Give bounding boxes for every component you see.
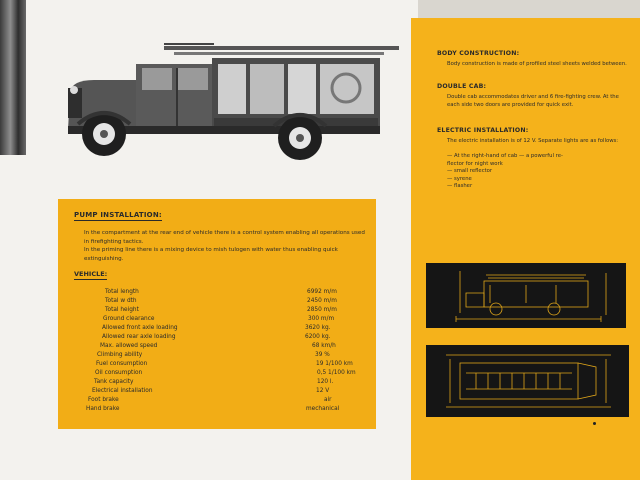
side-elevation-drawing [426,263,626,328]
pump-paragraph-1: In the compartment at the rear end of ve… [84,230,365,245]
vehicle-heading: VEHICLE: [74,270,108,280]
body-construction-text: Body construction is made of profiled st… [447,61,627,69]
spec-label: Allowed front axle loading [102,325,178,331]
spec-value: 3620 kg. [305,325,331,331]
double-cab-paragraph: Double cab accommodates driver and 6 fir… [447,94,619,108]
page-marker-dot [593,422,596,425]
spec-label: Total height [105,307,139,313]
fire-truck-illustration [64,40,404,165]
electric-installation-heading: ELECTRIC INSTALLATION: [437,127,529,134]
spec-value: 2450 m/m [307,298,337,304]
spec-label: Max. allowed speed [100,343,158,349]
pump-installation-text: In the compartment at the rear end of ve… [84,229,369,263]
spec-value: 6992 m/m [307,289,337,295]
spec-label: Total w dth [105,298,137,304]
left-page: PUMP INSTALLATION: In the compartment at… [0,0,418,480]
spec-value: 300 m/m [308,316,335,322]
body-construction-paragraph: Body construction is made of profiled st… [447,61,627,67]
double-cab-heading: DOUBLE CAB: [437,83,487,90]
spec-label: Foot brake [88,397,119,403]
right-page: BODY CONSTRUCTION: Body construction is … [411,18,640,480]
electric-installation-text: The electric installation is of 12 V. Se… [447,138,627,146]
spec-value: air [324,397,332,403]
spec-label: Climbing ability [97,352,143,358]
spec-value: 120 l. [317,379,334,385]
spec-value: 12 V [316,388,330,394]
body-construction-heading: BODY CONSTRUCTION: [437,50,520,57]
spec-label: Hand brake [86,406,120,412]
electric-lights-list: — At the right-hand of cab — a powerful … [447,153,627,191]
spec-value: mechanical [306,406,340,412]
spec-label: Ground clearance [103,316,155,322]
spec-value: 2850 m/m [307,307,337,313]
pump-installation-heading: PUMP INSTALLATION: [74,211,162,221]
double-cab-text: Double cab accommodates driver and 6 fir… [447,94,627,109]
spec-value: 68 km/h [312,343,336,349]
list-item: — flasher [447,183,473,190]
pump-installation-panel: PUMP INSTALLATION: In the compartment at… [58,199,376,429]
spec-label: Total length [105,289,139,295]
list-item: — syrene [447,175,472,182]
spec-label: Tank capacity [94,379,134,385]
spec-label: Electrical installation [92,388,153,394]
electric-installation-paragraph: The electric installation is of 12 V. Se… [447,138,619,144]
spec-label: Oil consumption [95,370,143,376]
pump-paragraph-2: In the priming line there is a mixing de… [84,247,338,262]
spec-value: 0,5 1/100 km [317,370,356,376]
list-item: — At the right-hand of cab — a powerful … [447,153,563,159]
spec-label: Allowed rear axle loading [102,334,176,340]
spec-label: Fuel consumption [96,361,148,367]
list-item: — small reflector [447,168,493,175]
list-item: flector for night work [447,160,503,167]
spec-value: 6200 kg. [305,334,331,340]
spec-value: 19 1/100 km [316,361,353,367]
plan-view-drawing [426,345,629,417]
spec-value: 39 % [315,352,330,358]
photo-edge [0,0,26,155]
